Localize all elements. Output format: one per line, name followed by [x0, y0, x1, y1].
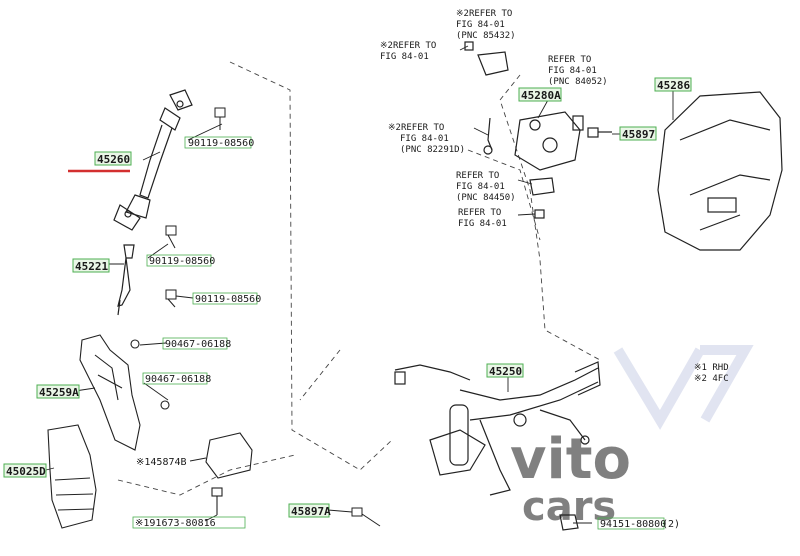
reference-callouts: ※2REFER TO FIG 84-01 (PNC 85432) ※2REFER… [380, 9, 608, 229]
part-label-191673: ※191673-80816 [135, 518, 216, 529]
steering-column-drawing [394, 361, 601, 531]
note-4fc: ※2 4FC [694, 374, 729, 384]
part-label-45280a: 45280A [521, 89, 561, 102]
part-label-45897: 45897 [622, 128, 655, 141]
watermark-line1: vito [510, 427, 631, 492]
part-label-45025d: 45025D [6, 465, 46, 478]
intermediate-shaft-drawing [113, 89, 193, 231]
ref4-line3: (PNC 82291D) [400, 145, 465, 155]
bracket-drawing [205, 432, 253, 515]
part-label-94151-qty: (2) [662, 519, 680, 530]
bolt-drawing-2 [165, 225, 177, 308]
bolt-drawing-3 [351, 507, 381, 527]
part-label-90119-b: 90119-08560 [149, 256, 215, 267]
ref1-line3: (PNC 85432) [456, 31, 516, 41]
watermark-logo: vito cars [510, 345, 754, 530]
ref2-line1: ※2REFER TO [380, 41, 436, 51]
watermark-line2: cars [522, 484, 616, 530]
ref3-line2: FIG 84-01 [548, 66, 597, 76]
boot-drawing [47, 424, 97, 529]
part-label-45250: 45250 [489, 365, 522, 378]
note-rhd: ※1 RHD [694, 363, 729, 373]
ref2-line2: FIG 84-01 [380, 52, 429, 62]
lower-shaft-drawing [117, 244, 135, 316]
part-label-45260: 45260 [97, 153, 130, 166]
ref1-line1: ※2REFER TO [456, 9, 512, 19]
ref6-line2: FIG 84-01 [458, 219, 507, 229]
ref5-line1: REFER TO [456, 171, 499, 181]
ref3-line1: REFER TO [548, 55, 591, 65]
bolt-drawing-1 [214, 107, 226, 130]
part-labels: 45260 90119-08560 90119-08560 90119-0856… [3, 77, 692, 530]
ref5-line2: FIG 84-01 [456, 182, 505, 192]
part-label-45259a: 45259A [39, 386, 79, 399]
part-label-90119-c: 90119-08560 [195, 294, 261, 305]
column-hole-cover-drawing [79, 334, 170, 451]
ref3-line3: (PNC 84052) [548, 77, 608, 87]
ref6-line1: REFER TO [458, 208, 501, 218]
part-label-90467-a: 90467-06188 [165, 339, 231, 350]
ref4-line2: FIG 84-01 [400, 134, 449, 144]
steering-lock-drawing [464, 41, 612, 219]
part-label-45286: 45286 [657, 79, 690, 92]
part-label-94151: 94151-80800 [600, 519, 666, 530]
ref5-line3: (PNC 84450) [456, 193, 516, 203]
ref1-line2: FIG 84-01 [456, 20, 505, 30]
part-label-145874b: ※145874B [136, 457, 187, 468]
part-label-45221: 45221 [75, 260, 108, 273]
part-label-45897a: 45897A [291, 505, 331, 518]
part-label-90119-a: 90119-08560 [188, 138, 254, 149]
column-cover-drawing [657, 91, 783, 251]
notes: ※1 RHD ※2 4FC [694, 363, 729, 384]
dashed-leaders [117, 61, 601, 496]
ref4-line1: ※2REFER TO [388, 123, 444, 133]
part-label-90467-b: 90467-06188 [145, 374, 211, 385]
